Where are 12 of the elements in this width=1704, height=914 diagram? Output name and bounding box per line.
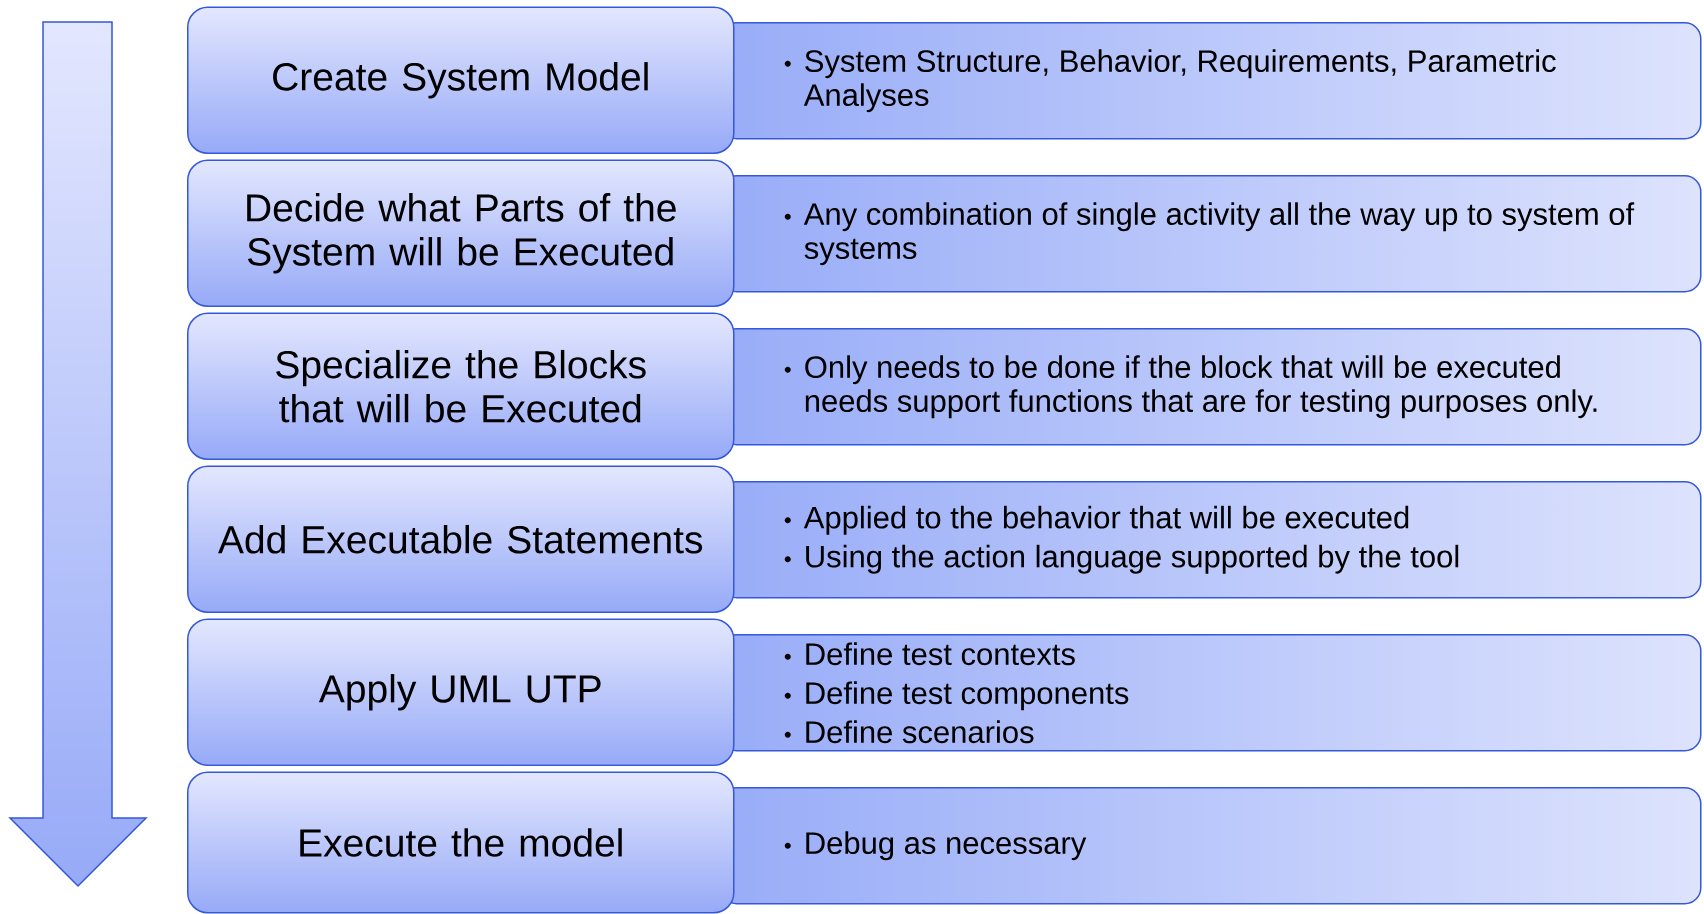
step-box: Decide what Parts of the System will be Executed	[187, 159, 735, 307]
detail-box: Any combination of single activity all the way up to system of systems	[720, 175, 1702, 293]
detail-box: Debug as necessary	[720, 787, 1702, 905]
detail-box: Define test contexts Define test components Define scenarios	[720, 634, 1702, 752]
step-box: Add Executable Statements	[187, 465, 735, 613]
step-box: Apply UML UTP	[187, 618, 735, 766]
detail-box: Only needs to be done if the block that will be executed needs support functions that are for testing purposes only.	[720, 328, 1702, 446]
step-box: Create System Model	[187, 6, 735, 154]
step-box: Specialize the Blocks that will be Executed	[187, 312, 735, 460]
detail-box: System Structure, Behavior, Requirements, Parametric Analyses	[720, 22, 1702, 140]
detail-box: Applied to the behavior that will be executed Using the action language supported by the tool	[720, 481, 1702, 599]
step-box: Execute the model	[187, 771, 735, 914]
